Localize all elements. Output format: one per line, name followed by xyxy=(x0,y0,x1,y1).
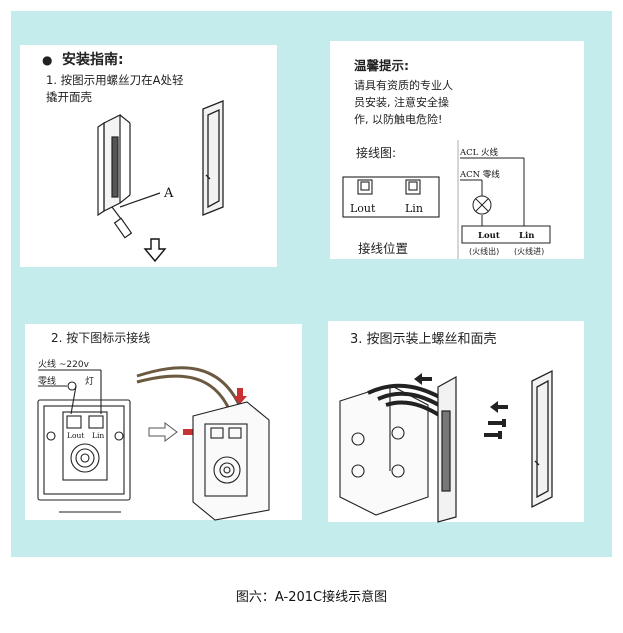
panel-step3-mount: 3. 按图示装上螺丝和面壳 xyxy=(328,321,584,523)
switch-module-icon xyxy=(192,401,270,521)
tips-line1: 请具有资质的专业人 xyxy=(354,78,453,92)
panel-step1-open-cover: ● 安装指南: 1. 按图示用螺丝刀在A处轻 撬开面壳 A xyxy=(20,45,277,267)
front-cover-icon xyxy=(531,369,553,509)
switch-side-view-icon xyxy=(97,114,131,217)
figure-caption: 图六：A-201C接线示意图 xyxy=(235,590,388,605)
terminal-block-icon xyxy=(342,176,440,218)
step1-line2: 撬开面壳 xyxy=(46,90,92,104)
arrow-down-icon xyxy=(143,238,167,263)
bullet-icon: ● xyxy=(42,53,52,67)
left-arrow-icon xyxy=(414,373,508,413)
acl-label: ACL 火线 xyxy=(459,147,498,158)
guide-heading: 安装指南: xyxy=(62,51,124,68)
lamp-icon xyxy=(472,195,492,215)
front-cover-icon xyxy=(202,100,224,216)
label-a: A xyxy=(163,186,174,201)
screwdriver-icon xyxy=(111,206,133,239)
wiring-label: 接线图: xyxy=(356,145,396,160)
wall-plate-front-icon xyxy=(37,369,131,513)
panel-step2-wiring: 2. 按下图标示接线 火线 ~220v 零线 灯 Lout Lin xyxy=(25,324,302,521)
neutral-label: 零线 xyxy=(38,375,56,387)
panel-safety-tips: 温馨提示: 请具有资质的专业人 员安装, 注意安全操 作, 以防触电危险! 接线… xyxy=(330,41,584,259)
acn-label: ACN 零线 xyxy=(459,169,500,180)
position-label: 接线位置 xyxy=(358,241,408,256)
plate-lin: Lin xyxy=(92,431,104,440)
circuit-wires xyxy=(460,157,551,244)
lamp-label: 灯 xyxy=(85,376,94,387)
step1-line1: 1. 按图示用螺丝刀在A处轻 xyxy=(46,73,184,87)
plate-lout: Lout xyxy=(67,431,84,440)
live-label: 火线 ~220v xyxy=(38,358,90,370)
tips-line2: 员安装, 注意安全操 xyxy=(354,95,449,109)
terminal-lin: Lin xyxy=(405,202,423,215)
screws-icon xyxy=(484,419,506,439)
label-a-pointer xyxy=(119,192,161,208)
terminal-lout: Lout xyxy=(350,202,376,215)
step3-title: 3. 按图示装上螺丝和面壳 xyxy=(350,332,497,347)
out-label: (火线出) xyxy=(469,246,499,256)
tips-line3: 作, 以防触电危险! xyxy=(354,112,442,126)
box-lout: Lout xyxy=(478,231,500,241)
step2-title: 2. 按下图标示接线 xyxy=(51,330,150,345)
right-arrow-icon xyxy=(148,422,178,442)
switch-body-icon xyxy=(437,375,457,523)
tips-title: 温馨提示: xyxy=(354,58,409,73)
in-label: (火线进) xyxy=(514,246,544,256)
box-lin: Lin xyxy=(519,231,534,241)
